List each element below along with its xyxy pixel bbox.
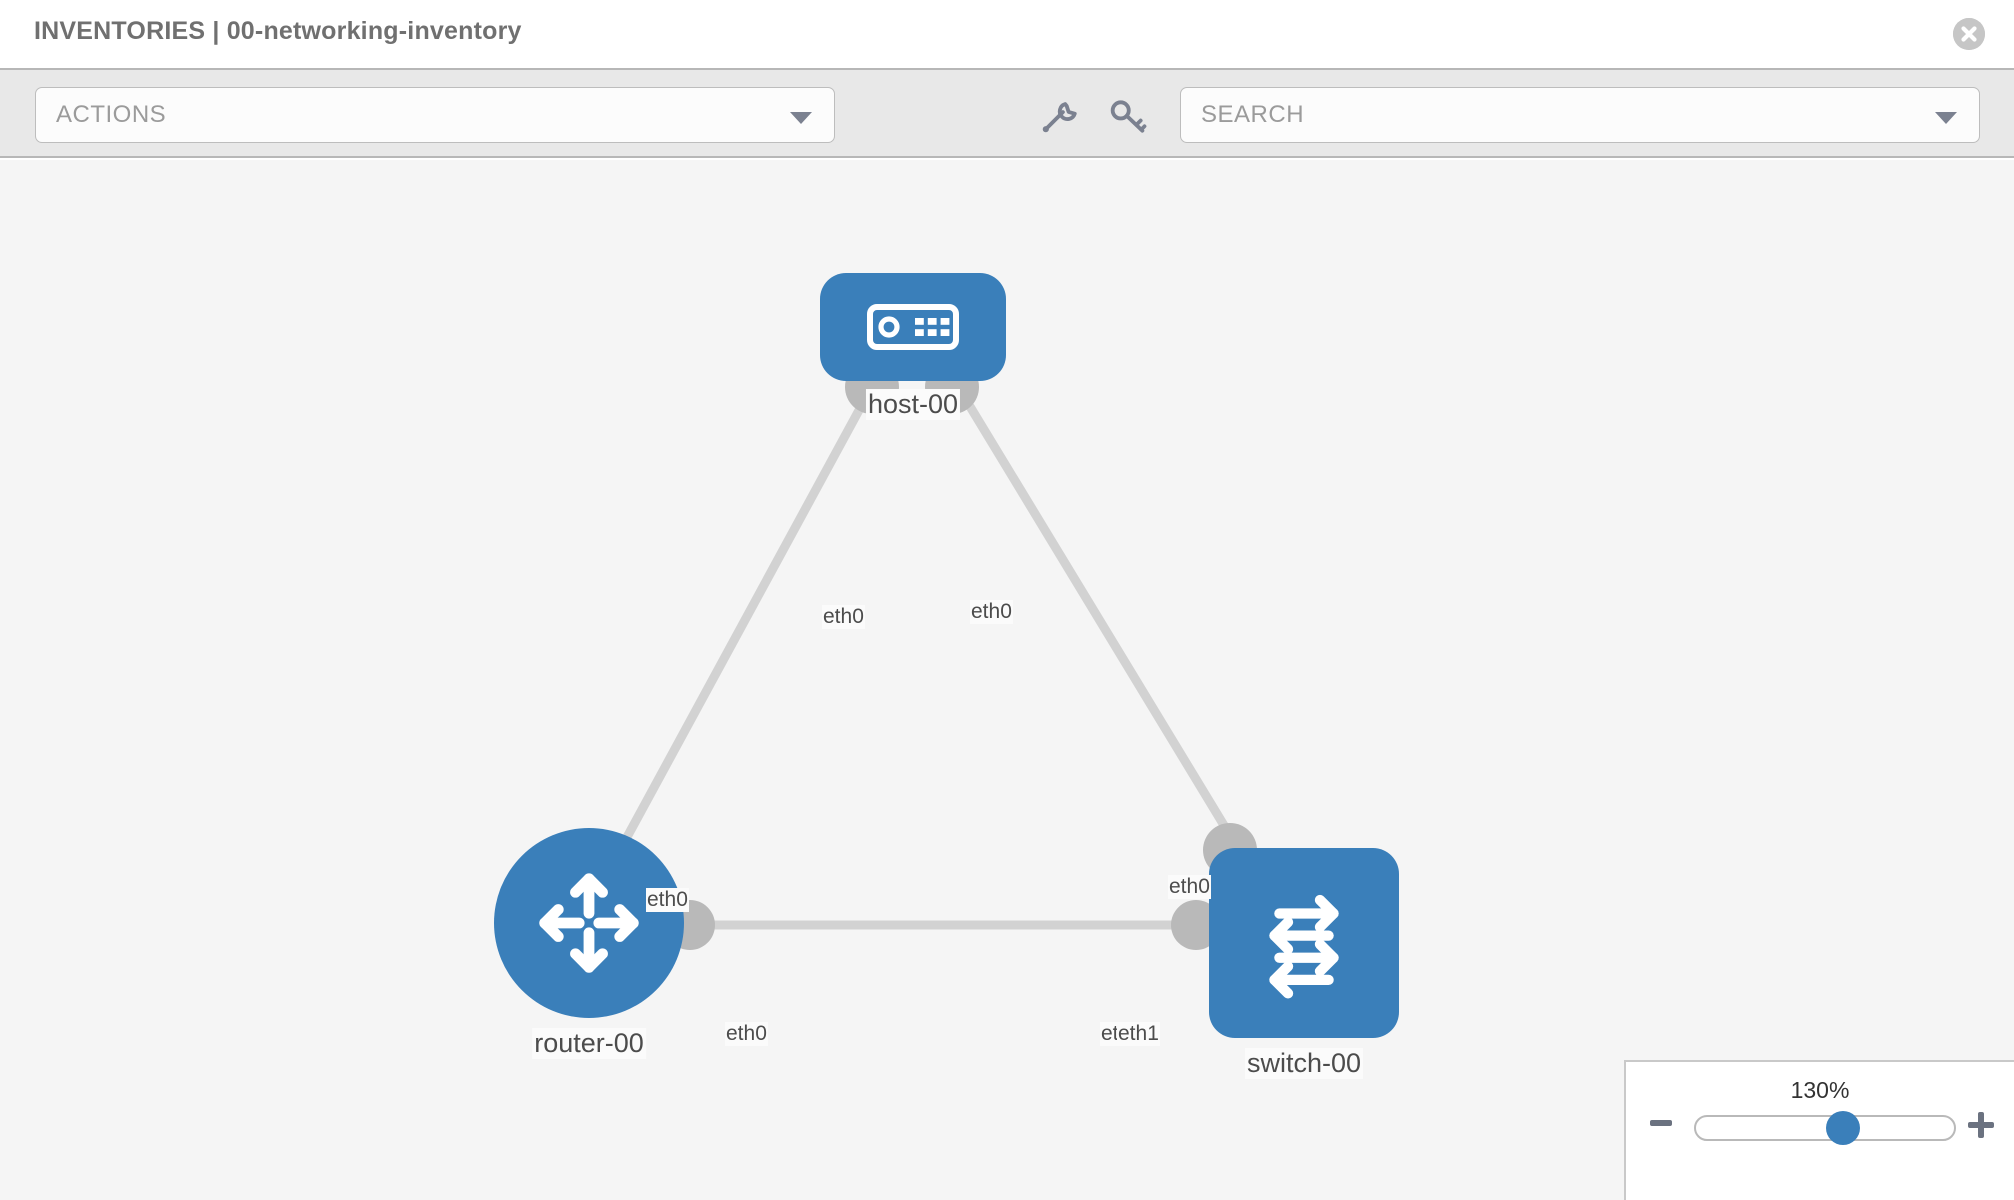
edge-lines [616,387,1249,930]
zoom-level-label: 130% [1790,1077,1850,1103]
actions-dropdown[interactable]: ACTIONS [35,87,835,143]
topology-canvas[interactable]: host-00 router-00 [0,160,2014,1200]
key-button[interactable] [1105,92,1151,138]
search-input[interactable] [1181,88,1926,142]
node-router-00[interactable]: router-00 [494,828,684,1059]
actions-dropdown-label: ACTIONS [56,101,167,128]
node-host-00-shape[interactable] [820,273,1006,381]
edge-host-switch [956,387,1249,863]
search-field[interactable]: SEARCH [1180,87,1980,143]
node-router-00-label: router-00 [532,1028,646,1059]
edge-label-switch-left-b: eth1 [1117,1022,1160,1046]
connector-switch-left [1171,900,1221,950]
toolbar: ACTIONS SEARCH [0,68,2014,158]
node-switch-00-label: switch-00 [1244,1048,1364,1079]
switch-arrows-icon [1269,894,1339,999]
edge-host-router [616,387,874,853]
zoom-control-panel: 130% [1624,1060,2014,1200]
edge-label-router-upper: eth0 [646,888,689,912]
zoom-slider-handle[interactable] [1826,1111,1861,1145]
edge-label-router-right: eth0 [725,1022,768,1046]
zoom-out-button[interactable] [1648,1110,1674,1141]
edge-connectors [665,360,1257,950]
node-router-00-shape[interactable] [494,828,684,1018]
router-arrows-icon [539,873,639,973]
node-host-00-label: host-00 [865,389,961,420]
chevron-down-icon [790,112,812,124]
server-icon [867,304,959,350]
page-header: INVENTORIES | 00-networking-inventory [0,0,2014,68]
minus-icon [1650,1120,1672,1126]
close-circle-icon [1953,18,1985,50]
node-switch-00[interactable]: switch-00 [1209,848,1399,1079]
topology-graph [616,360,1257,950]
wrench-button[interactable] [1037,92,1083,138]
zoom-slider[interactable] [1694,1111,1956,1145]
close-button[interactable] [1953,18,1985,50]
plus-icon [1968,1112,1994,1138]
node-switch-00-shape[interactable] [1209,848,1399,1038]
edge-label-switch-upper: eth0 [1168,875,1211,899]
page-title: INVENTORIES | 00-networking-inventory [34,17,522,45]
node-host-00[interactable]: host-00 [820,273,1006,420]
key-icon [1110,100,1147,133]
edge-label-host-left: eth0 [822,605,865,629]
wrench-icon [1042,102,1077,133]
search-chevron-down-icon[interactable] [1935,112,1957,124]
zoom-in-button[interactable] [1966,1110,1996,1145]
edge-label-host-right: eth0 [970,600,1013,624]
